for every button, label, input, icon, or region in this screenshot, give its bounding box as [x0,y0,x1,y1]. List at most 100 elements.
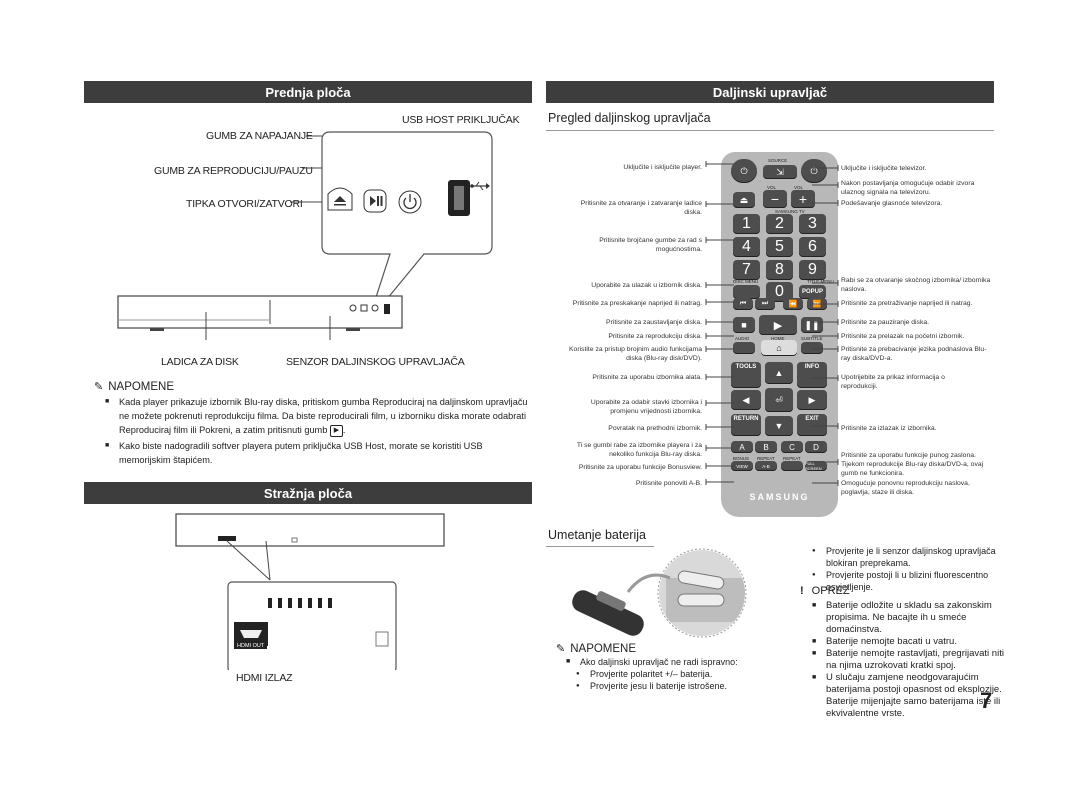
key-1[interactable]: 1 [733,214,760,234]
front-panel-callout [117,131,493,340]
eject-button[interactable]: ⏏ [733,192,755,208]
battery-notes-heading: ✎ NAPOMENE [556,642,637,656]
rewind-button[interactable]: ⏪ [783,298,803,310]
battery-illustration [572,548,747,638]
home-label: HOME [771,336,785,341]
battery-notes-title: NAPOMENE [570,642,637,655]
repeat-button[interactable] [781,461,803,471]
caution-4: U slučaju zamjene neodgovarajućim bateri… [812,672,1004,720]
back-panel-header: Stražnja ploča [84,482,532,504]
left-button[interactable]: ◀ [731,390,761,410]
title-menu-label: TITLE MENU [807,279,834,284]
subtitle-label: SUBTITLE [801,336,823,341]
remote-left-label-12: Ti se gumbi rabe za izbornike playera i … [576,442,702,458]
power-icon [398,190,422,214]
caution-heading: ! OPREZ [800,585,850,597]
vol-label-right: VOL [794,185,804,190]
skip-forward-button[interactable]: ⏭ [755,298,775,310]
vol-up-button[interactable]: + [791,190,815,208]
play-button-icon: ▶︎ [329,424,343,437]
battery-note-item-1: Provjerite polaritet +/– baterija. [576,668,786,680]
remote-right-label-10: Pritisnite za izlazak iz izbornika. [841,425,937,432]
pencil-icon: ✎ [94,381,104,393]
remote-right-label-1: Uključite i isključite televizor. [841,165,927,172]
key-5[interactable]: 5 [766,237,793,257]
right-leader-lines [812,165,839,486]
stop-button[interactable]: ■ [733,317,755,333]
front-notes-title: NAPOMENE [108,380,175,393]
play-pause-label: GUMB ZA REPRODUCIJU/PAUZU [154,165,313,177]
tv-power-button[interactable]: ⏻ [801,159,827,183]
remote-left-label-6: Pritisnite za zaustavljanje diska. [606,319,702,326]
remote-right-label-3: Podešavanje glasnoće televizora. [841,200,943,207]
right-button[interactable]: ▶ [797,390,827,410]
front-panel-title: Prednja ploča [265,84,351,100]
caution-1: Baterije odložite u skladu sa zakonskim … [812,600,1004,636]
back-panel-title: Stražnja ploča [263,485,353,501]
eject-icon [327,187,353,211]
caution-3: Baterije nemojte rastavljati, pregrijava… [812,648,1004,672]
remote-left-label-14: Pritisnite ponoviti A-B. [635,480,702,487]
remote-header: Daljinski upravljač [546,81,994,103]
d-button[interactable]: D [805,441,827,453]
battery-note-items: Provjerite polaritet +/– baterija. Provj… [576,668,786,692]
exit-button[interactable]: EXIT [797,414,827,436]
battery-rule [546,546,654,547]
up-button[interactable]: ▲ [765,362,793,384]
down-button[interactable]: ▼ [765,416,793,436]
vol-down-button[interactable]: − [763,190,787,208]
pause-button[interactable]: ❚❚ [801,317,823,333]
player-front-body [117,295,403,331]
skip-back-button[interactable]: ⏮ [733,298,753,310]
key-7[interactable]: 7 [733,260,760,280]
key-3[interactable]: 3 [799,214,826,234]
subtitle-button[interactable] [801,342,823,354]
popup-button[interactable]: POPUP [799,285,826,299]
battery-bullet-2: Provjerite postoji li u blizini fluoresc… [812,569,1002,593]
section-rule [546,130,994,131]
remote-title: Daljinski upravljač [712,84,828,100]
b-button[interactable]: B [755,441,777,453]
c-button[interactable]: C [781,441,803,453]
info-button[interactable]: INFO [797,362,827,388]
remote-right-label-8: Pritisnite za prebacivanje jezika podnas… [841,346,987,362]
ab-button[interactable]: A-B [755,461,777,471]
hdmi-out-label: HDMI IZLAZ [236,672,293,684]
disc-tray-label: LADICA ZA DISK [161,356,239,368]
key-2[interactable]: 2 [766,214,793,234]
home-button[interactable]: ⌂ [761,340,797,356]
remote-sensor-label: SENZOR DALJINSKOG UPRAVLJAČA [286,356,465,368]
usb-port-icon [448,180,470,216]
key-0[interactable]: 0 [766,282,793,302]
caution-2: Baterije nemojte bacati u vatru. [812,636,1004,648]
key-8[interactable]: 8 [766,260,793,280]
key-9[interactable]: 9 [799,260,826,280]
return-button[interactable]: RETURN [731,414,761,436]
pencil-icon-2: ✎ [556,643,566,655]
disc-menu-button[interactable] [733,285,760,299]
a-button[interactable]: A [731,441,753,453]
tools-button[interactable]: TOOLS [731,362,761,388]
samsung-tv-label: SAMSUNG TV [775,209,805,214]
repeat-label: REPEAT [757,456,775,461]
view-button[interactable]: VIEW [731,461,753,471]
audio-button[interactable] [733,342,755,354]
player-power-button[interactable]: ⏻ [731,159,757,183]
front-panel-header: Prednja ploča [84,81,532,103]
key-6[interactable]: 6 [799,237,826,257]
remote-left-label-8: Koristite za pristup brojnim audio funkc… [569,346,702,362]
left-leader-lines [705,161,734,485]
bonus-label: BONUS [733,456,750,461]
usb-host-label: USB HOST PRIKLJUČAK [402,114,520,126]
play-button[interactable]: ▶ [759,315,797,335]
enter-button[interactable]: ⏎ [765,388,793,412]
caution-title: OPREZ [811,585,850,597]
source-button[interactable]: ⇲ [763,165,797,179]
battery-bullets: Provjerite je li senzor daljinskog uprav… [812,545,1002,593]
remote-left-label-4: Uporabite za ulazak u izbornik diska. [591,282,702,289]
battery-note-list: Ako daljinski upravljač ne radi ispravno… [566,656,786,668]
remote-left-label-9: Pritisnite za uporabu izbornika alata. [592,374,702,381]
full-screen-button[interactable]: FULL SCREEN [805,461,827,471]
key-4[interactable]: 4 [733,237,760,257]
samsung-logo: SAMSUNG [749,492,810,502]
